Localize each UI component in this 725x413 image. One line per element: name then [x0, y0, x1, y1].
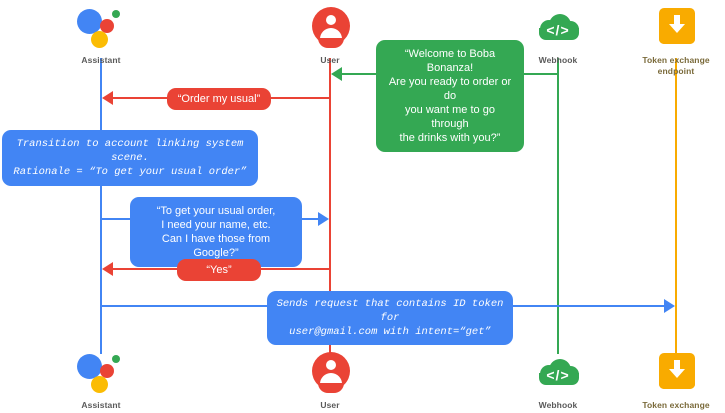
assistant-dot-red	[100, 19, 114, 33]
bubble-line: Sends request that contains ID token for	[276, 298, 504, 324]
actor-webhook-bottom[interactable]: </> Webhook	[498, 349, 618, 411]
bubble-line: the drinks with you?”	[399, 132, 501, 144]
actor-label-line2: endpoint	[616, 411, 725, 413]
assistant-dot-blue	[77, 9, 102, 34]
token-arrow-stem	[674, 360, 680, 370]
actor-label-line1: Token exchange	[642, 400, 710, 410]
message-bubble-yes: “Yes”	[177, 259, 261, 281]
actor-label-assistant: Assistant	[81, 55, 121, 65]
google-assistant-icon	[77, 4, 125, 52]
actor-webhook-top[interactable]: </> Webhook	[498, 4, 618, 66]
user-avatar-body	[318, 373, 344, 393]
bubble-line: Can I have those from Google?”	[161, 233, 271, 259]
code-brackets-glyph: </>	[546, 367, 570, 383]
user-avatar-icon	[306, 349, 354, 397]
bubble-line: Are you ready to order or do	[388, 76, 512, 102]
note-bubble-transition: Transition to account linking system sce…	[2, 130, 258, 186]
actor-label-user: User	[320, 400, 340, 410]
arrowhead-yes	[102, 262, 113, 276]
user-avatar-head	[326, 15, 336, 25]
lifeline-assistant	[100, 58, 102, 354]
actor-label-assistant: Assistant	[81, 400, 121, 410]
message-bubble-consent-prompt: “To get your usual order, I need your na…	[130, 197, 302, 267]
bubble-line: user@gmail.com with intent=“get”	[289, 326, 491, 338]
bubble-line: “To get your usual order,	[156, 205, 276, 217]
actor-label-token-endpoint: Token exchange endpoint	[616, 55, 725, 76]
cloud-base	[539, 373, 579, 385]
bubble-line: “Yes”	[206, 264, 232, 276]
cloud-code-icon: </>	[534, 4, 582, 52]
assistant-dot-yellow	[91, 31, 108, 48]
message-bubble-order-my-usual: “Order my usual”	[167, 88, 271, 110]
actor-label-token-endpoint: Token exchange endpoint	[616, 400, 725, 413]
download-box-icon	[652, 349, 700, 397]
arrowhead-consent-prompt	[318, 212, 329, 226]
message-bubble-welcome: “Welcome to Boba Bonanza! Are you ready …	[376, 40, 524, 152]
bubble-line: you want me to go through	[405, 104, 495, 130]
actor-label-line1: Token exchange	[642, 55, 710, 65]
token-arrow-head	[669, 24, 685, 33]
user-avatar-head	[326, 360, 336, 370]
code-brackets-glyph: </>	[546, 22, 570, 38]
actor-label-webhook: Webhook	[538, 400, 578, 410]
lifeline-token-endpoint	[675, 58, 677, 354]
assistant-dot-green	[112, 10, 120, 18]
actor-user-bottom[interactable]: User	[270, 349, 390, 411]
assistant-dot-red	[100, 364, 114, 378]
bubble-line: “Welcome to Boba Bonanza!	[404, 48, 496, 74]
download-box-icon	[652, 4, 700, 52]
cloud-shape: </>	[536, 359, 580, 385]
bubble-line: I need your name, etc.	[161, 219, 271, 231]
arrowhead-order-my-usual	[102, 91, 113, 105]
token-box-base	[659, 34, 695, 44]
arrowhead-welcome	[331, 67, 342, 81]
token-box-base	[659, 379, 695, 389]
actor-assistant-top[interactable]: Assistant	[41, 4, 161, 66]
assistant-dot-green	[112, 355, 120, 363]
token-arrow-stem	[674, 15, 680, 25]
cloud-base	[539, 28, 579, 40]
note-line: Rationale = “To get your usual order”	[13, 166, 247, 178]
actor-assistant-bottom[interactable]: Assistant	[41, 349, 161, 411]
arrowhead-sends-request	[664, 299, 675, 313]
actor-token-endpoint-bottom[interactable]: Token exchange endpoint	[616, 349, 725, 413]
note-line: Transition to account linking system sce…	[16, 138, 244, 164]
token-arrow-head	[669, 369, 685, 378]
cloud-shape: </>	[536, 14, 580, 40]
user-avatar-icon	[306, 4, 354, 52]
actor-label-webhook: Webhook	[538, 55, 578, 65]
actor-user-top[interactable]: User	[270, 4, 390, 66]
user-avatar-body	[318, 28, 344, 48]
assistant-dot-blue	[77, 354, 102, 379]
actor-label-user: User	[320, 55, 340, 65]
bubble-line: “Order my usual”	[177, 93, 261, 105]
actor-token-endpoint-top[interactable]: Token exchange endpoint	[616, 4, 725, 76]
message-bubble-sends-request: Sends request that contains ID token for…	[267, 291, 513, 345]
lifeline-user	[329, 58, 331, 354]
assistant-dot-yellow	[91, 376, 108, 393]
actor-label-line2: endpoint	[657, 65, 695, 76]
google-assistant-icon	[77, 349, 125, 397]
cloud-code-icon: </>	[534, 349, 582, 397]
lifeline-webhook	[557, 58, 559, 354]
